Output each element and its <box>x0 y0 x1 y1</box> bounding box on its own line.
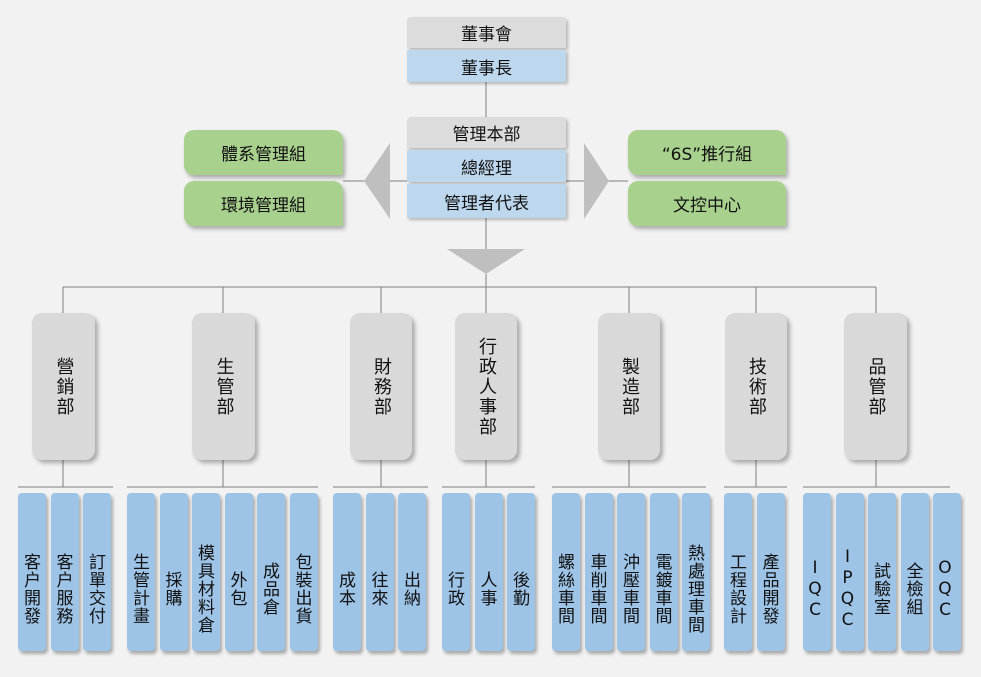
sub-department-box: 出納 <box>398 493 426 651</box>
sub-department-label: 螺絲車間 <box>554 553 574 625</box>
sub-department-box: 採購 <box>159 493 188 651</box>
right-group-2-label: 文控中心 <box>673 196 741 216</box>
sub-department-label: 客户服務 <box>52 553 73 625</box>
board-box: 董事會 <box>407 17 566 48</box>
sub-department-label: 外包 <box>226 571 247 607</box>
sub-department-box: IQC <box>803 493 831 651</box>
right-group-1: “6S”推行組 <box>628 130 786 175</box>
sub-department-box: 訂單交付 <box>83 493 111 651</box>
sub-department-box: 生管計畫 <box>127 493 155 651</box>
sub-department-box: 外包 <box>224 493 253 651</box>
left-arrow <box>364 143 390 219</box>
sub-department-label: 後勤 <box>509 571 529 607</box>
sub-department-box: 螺絲車間 <box>552 493 580 651</box>
department-box: 營銷部 <box>32 313 95 460</box>
sub-department-label: 車削車間 <box>586 553 607 625</box>
sub-department-box: 客户開發 <box>18 493 46 651</box>
sub-department-label: OQC <box>935 557 955 621</box>
sub-department-label: 人事 <box>476 571 497 607</box>
department-label: 技術部 <box>746 356 767 417</box>
sub-department-box: 後勤 <box>507 493 535 651</box>
sub-department-label: 模具材料倉 <box>194 544 214 634</box>
sub-department-label: 試驗室 <box>870 562 890 616</box>
right-group-2: 文控中心 <box>628 181 786 226</box>
sub-department-box: 工程設計 <box>724 493 752 651</box>
department-label: 品管部 <box>865 356 887 417</box>
sub-department-label: 客户開發 <box>20 553 40 625</box>
chairman-box: 董事長 <box>407 50 566 82</box>
sub-department-box: 全檢組 <box>900 493 929 651</box>
sub-department-label: IPQC <box>837 547 858 631</box>
sub-department-box: 客户服務 <box>50 493 79 651</box>
department-label: 生管部 <box>213 356 235 417</box>
sub-department-box: 沖壓車間 <box>617 493 645 651</box>
department-box: 製造部 <box>598 313 660 460</box>
department-label: 製造部 <box>619 356 640 417</box>
sub-department-label: 熱處理車間 <box>684 544 704 634</box>
department-label: 財務部 <box>371 356 392 417</box>
down-arrow <box>447 249 525 274</box>
left-group-2-label: 環境管理組 <box>221 196 306 216</box>
right-arrow <box>584 143 609 219</box>
hq-box: 管理本部 <box>407 117 566 148</box>
sub-department-box: 產品開發 <box>756 493 785 651</box>
sub-department-label: 包裝出貨 <box>291 553 312 625</box>
sub-department-label: 全檢組 <box>902 562 923 616</box>
sub-department-label: 成品倉 <box>259 562 279 616</box>
sub-department-box: 模具材料倉 <box>192 493 220 651</box>
chairman-label: 董事長 <box>461 58 512 79</box>
right-group-1-label: “6S”推行組 <box>661 145 753 165</box>
department-box: 技術部 <box>725 313 787 460</box>
gm-label: 總經理 <box>461 158 512 179</box>
hq-label: 管理本部 <box>452 125 521 145</box>
sub-department-label: 往來 <box>367 571 388 607</box>
sub-department-box: 車削車間 <box>584 493 613 651</box>
gm-box: 總經理 <box>407 150 566 182</box>
sub-department-label: 電鍍車間 <box>651 553 672 625</box>
left-group-2: 環境管理組 <box>184 181 343 226</box>
sub-department-box: 電鍍車間 <box>649 493 678 651</box>
sub-department-label: 出納 <box>400 571 420 607</box>
sub-department-box: 成品倉 <box>257 493 285 651</box>
sub-department-box: 包裝出貨 <box>289 493 318 651</box>
sub-department-box: 試驗室 <box>868 493 896 651</box>
department-box: 行政人事部 <box>455 313 517 460</box>
sub-department-label: 產品開發 <box>758 553 779 625</box>
sub-department-label: 沖壓車間 <box>619 553 639 625</box>
board-label: 董事會 <box>461 25 512 45</box>
sub-department-label: 訂單交付 <box>85 553 105 625</box>
department-box: 生管部 <box>192 313 255 460</box>
department-label: 營銷部 <box>53 356 75 417</box>
sub-department-box: 往來 <box>365 493 394 651</box>
sub-department-label: 成本 <box>335 571 355 607</box>
sub-department-label: 工程設計 <box>726 553 746 625</box>
rep-box: 管理者代表 <box>407 184 566 218</box>
sub-department-label: 生管計畫 <box>129 553 149 625</box>
department-label: 行政人事部 <box>476 336 497 437</box>
sub-department-box: 熱處理車間 <box>682 493 710 651</box>
left-group-1-label: 體系管理組 <box>221 145 306 165</box>
sub-department-label: 採購 <box>161 571 182 607</box>
sub-department-box: 人事 <box>474 493 503 651</box>
sub-department-box: 行政 <box>442 493 470 651</box>
sub-department-box: 成本 <box>333 493 361 651</box>
sub-department-box: IPQC <box>835 493 864 651</box>
department-box: 品管部 <box>844 313 907 460</box>
sub-department-box: OQC <box>933 493 961 651</box>
sub-department-label: 行政 <box>444 571 464 607</box>
sub-department-label: IQC <box>805 557 825 621</box>
left-group-1: 體系管理組 <box>184 130 343 175</box>
rep-label: 管理者代表 <box>444 193 529 214</box>
department-box: 財務部 <box>350 313 412 460</box>
